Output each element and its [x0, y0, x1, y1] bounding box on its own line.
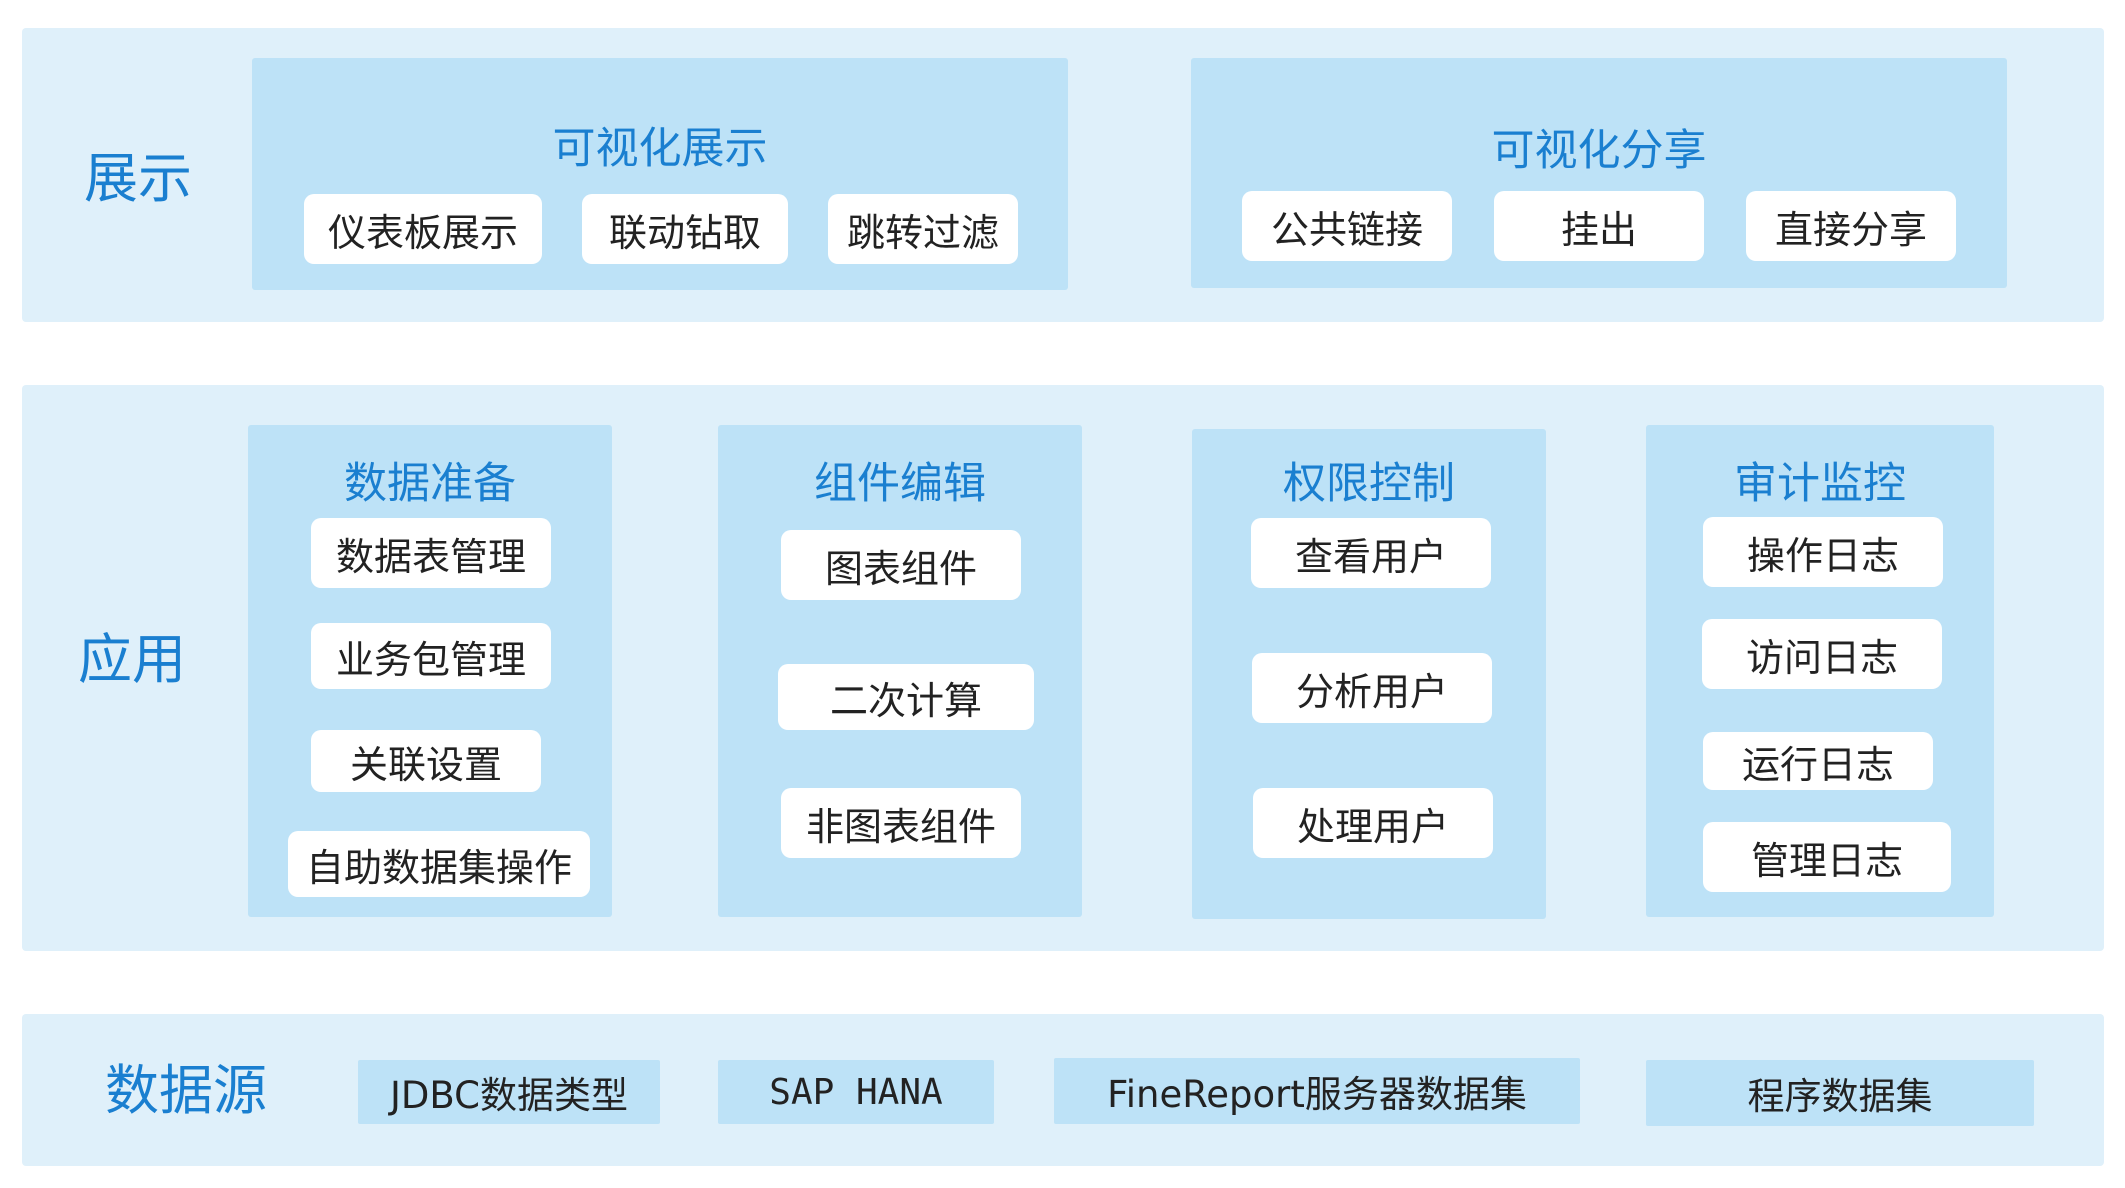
display-layer-label: 展示: [84, 147, 192, 210]
source-jdbc: JDBC数据类型: [358, 1060, 660, 1124]
source-program-dataset: 程序数据集: [1646, 1060, 2034, 1126]
visual-share-title: 可视化分享: [1491, 126, 1707, 176]
chip-table-management: 数据表管理: [311, 518, 551, 588]
chip-package-management: 业务包管理: [311, 623, 551, 689]
chip-public-link: 公共链接: [1242, 191, 1452, 261]
chip-jump-filter: 跳转过滤: [828, 194, 1018, 264]
data-prep-title: 数据准备: [344, 459, 516, 509]
chip-operation-log: 操作日志: [1703, 517, 1943, 587]
chip-direct-share: 直接分享: [1746, 191, 1956, 261]
chip-analysis-user: 分析用户: [1252, 653, 1492, 723]
chip-management-log: 管理日志: [1703, 822, 1951, 892]
chip-view-user: 查看用户: [1251, 518, 1491, 588]
source-finereport-dataset: FineReport服务器数据集: [1054, 1058, 1580, 1124]
chip-linkage-drill: 联动钻取: [582, 194, 788, 264]
chip-self-service-dataset: 自助数据集操作: [288, 831, 590, 897]
application-layer-label: 应用: [78, 628, 186, 691]
chip-non-chart-component: 非图表组件: [781, 788, 1021, 858]
chip-runtime-log: 运行日志: [1703, 732, 1933, 790]
component-edit-title: 组件编辑: [814, 459, 986, 509]
chip-chart-component: 图表组件: [781, 530, 1021, 600]
chip-process-user: 处理用户: [1253, 788, 1493, 858]
application-layer: 应用 数据准备 数据表管理 业务包管理 关联设置 自助数据集操作 组件编辑 图表…: [22, 385, 2104, 951]
chip-hang-out: 挂出: [1494, 191, 1704, 261]
display-layer: 展示 可视化展示 仪表板展示 联动钻取 跳转过滤 可视化分享 公共链接 挂出 直…: [22, 28, 2104, 322]
visual-display-title: 可视化展示: [552, 124, 768, 174]
datasource-layer: 数据源 JDBC数据类型 SAP HANA FineReport服务器数据集 程…: [22, 1014, 2104, 1166]
chip-relation-settings: 关联设置: [311, 730, 541, 792]
audit-monitor-title: 审计监控: [1734, 459, 1906, 509]
source-sap-hana: SAP HANA: [718, 1060, 994, 1124]
permission-title: 权限控制: [1283, 459, 1455, 509]
chip-secondary-calc: 二次计算: [778, 664, 1034, 730]
datasource-layer-label: 数据源: [105, 1059, 267, 1122]
chip-access-log: 访问日志: [1702, 619, 1942, 689]
chip-dashboard-display: 仪表板展示: [304, 194, 542, 264]
